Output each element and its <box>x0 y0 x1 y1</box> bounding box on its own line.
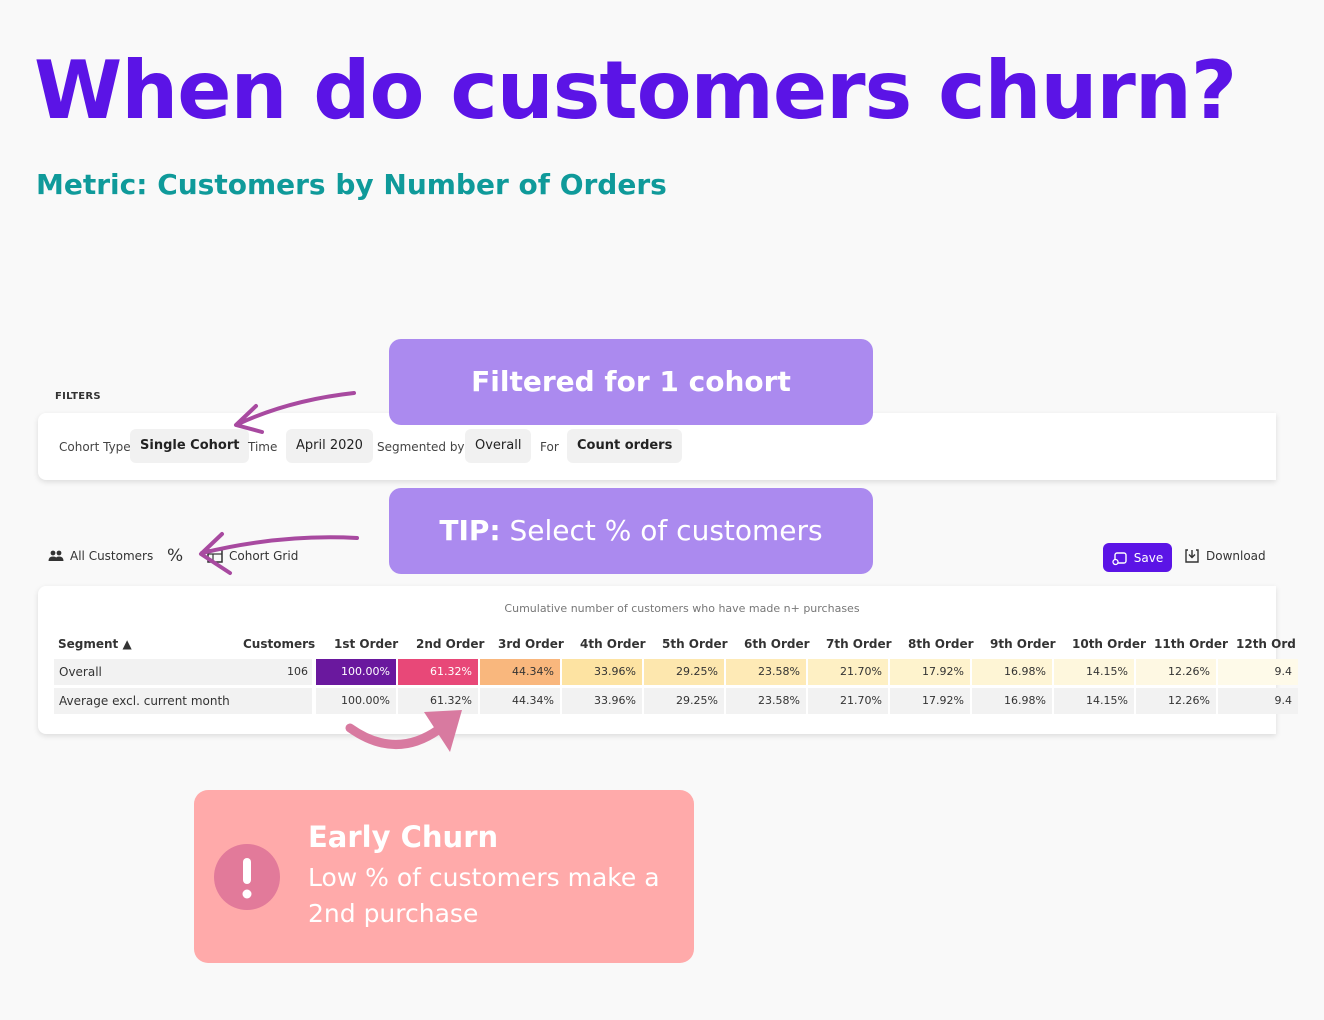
download-label: Download <box>1206 549 1266 563</box>
download-icon <box>1185 549 1199 563</box>
header-order-11: 11th Order <box>1154 637 1228 651</box>
header-order-12: 12th Ord <box>1236 637 1296 651</box>
row-segment-average: Average excl. current month <box>54 688 312 714</box>
grid-cell: 16.98% <box>972 659 1052 685</box>
grid-cell: 29.25% <box>644 659 724 685</box>
grid-cell: 12.26% <box>1136 688 1216 714</box>
for-select[interactable]: Count orders <box>567 429 683 463</box>
row-customers-overall: 106 <box>287 665 308 678</box>
grid-cell: 14.15% <box>1054 659 1134 685</box>
header-order-4: 4th Order <box>580 637 646 651</box>
for-label: For <box>540 440 559 454</box>
grid-icon <box>207 549 223 563</box>
header-order-5: 5th Order <box>662 637 728 651</box>
early-churn-card: Early Churn Low % of customers make a 2n… <box>194 790 694 963</box>
download-button[interactable]: Download <box>1185 549 1266 563</box>
all-customers-toggle[interactable]: All Customers <box>48 549 153 563</box>
grid-cell: 21.70% <box>808 688 888 714</box>
time-select[interactable]: April 2020 <box>286 429 373 463</box>
save-label: Save <box>1133 550 1164 565</box>
grid-cell: 23.58% <box>726 659 806 685</box>
grid-cell: 12.26% <box>1136 659 1216 685</box>
header-order-6: 6th Order <box>744 637 810 651</box>
tip-label: TIP: <box>439 514 501 547</box>
header-order-3: 3rd Order <box>498 637 564 651</box>
cohort-grid-label: Cohort Grid <box>229 549 299 563</box>
header-order-1: 1st Order <box>334 637 399 651</box>
header-order-8: 8th Order <box>908 637 974 651</box>
header-order-9: 9th Order <box>990 637 1056 651</box>
callout-filtered-cohort: Filtered for 1 cohort <box>389 339 873 425</box>
grid-cell: 9.4 <box>1218 688 1298 714</box>
tip-text: Select % of customers <box>500 514 823 547</box>
grid-cell: 33.96% <box>562 659 642 685</box>
grid-cell: 44.34% <box>480 659 560 685</box>
filters-section-label: FILTERS <box>55 391 101 402</box>
header-segment[interactable]: Segment ▲ <box>58 637 132 651</box>
cohort-type-select[interactable]: Single Cohort <box>130 429 250 463</box>
grid-cell: 61.32% <box>398 659 478 685</box>
grid-cell: 100.00% <box>316 659 396 685</box>
header-customers: Customers <box>243 637 316 651</box>
save-button[interactable]: Save <box>1103 543 1172 572</box>
users-icon <box>48 550 64 561</box>
exclamation-icon <box>214 844 280 910</box>
save-icon <box>1112 551 1127 565</box>
segmented-by-label: Segmented by <box>377 440 465 454</box>
metric-subtitle: Metric: Customers by Number of Orders <box>36 168 667 201</box>
grid-cell: 33.96% <box>562 688 642 714</box>
callout-tip: TIP: Select % of customers <box>389 488 873 574</box>
grid-caption: Cumulative number of customers who have … <box>504 602 860 615</box>
grid-cell: 23.58% <box>726 688 806 714</box>
grid-cell: 16.98% <box>972 688 1052 714</box>
early-churn-text: Low % of customers make a 2nd purchase <box>308 863 660 928</box>
grid-cell: 17.92% <box>890 659 970 685</box>
grid-cell: 14.15% <box>1054 688 1134 714</box>
segmented-by-select[interactable]: Overall <box>465 429 532 463</box>
grid-cell: 9.4 <box>1218 659 1298 685</box>
grid-cell: 17.92% <box>890 688 970 714</box>
grid-cell: 29.25% <box>644 688 724 714</box>
header-order-7: 7th Order <box>826 637 892 651</box>
grid-cell: 61.32% <box>398 688 478 714</box>
grid-cell: 21.70% <box>808 659 888 685</box>
early-churn-title: Early Churn <box>308 820 499 854</box>
header-order-2: 2nd Order <box>416 637 485 651</box>
header-order-10: 10th Order <box>1072 637 1146 651</box>
headline: When do customers churn? <box>34 44 1237 137</box>
grid-cell: 44.34% <box>480 688 560 714</box>
cohort-grid-toggle[interactable]: Cohort Grid <box>207 549 298 563</box>
grid-cell: 100.00% <box>316 688 396 714</box>
cohort-grid: Cumulative number of customers who have … <box>38 586 1298 734</box>
row-segment-overall: Overall <box>54 659 312 685</box>
all-customers-label: All Customers <box>70 549 154 563</box>
percent-toggle[interactable]: % <box>167 546 184 566</box>
time-label: Time <box>248 440 278 454</box>
cohort-type-label: Cohort Type <box>59 440 131 454</box>
